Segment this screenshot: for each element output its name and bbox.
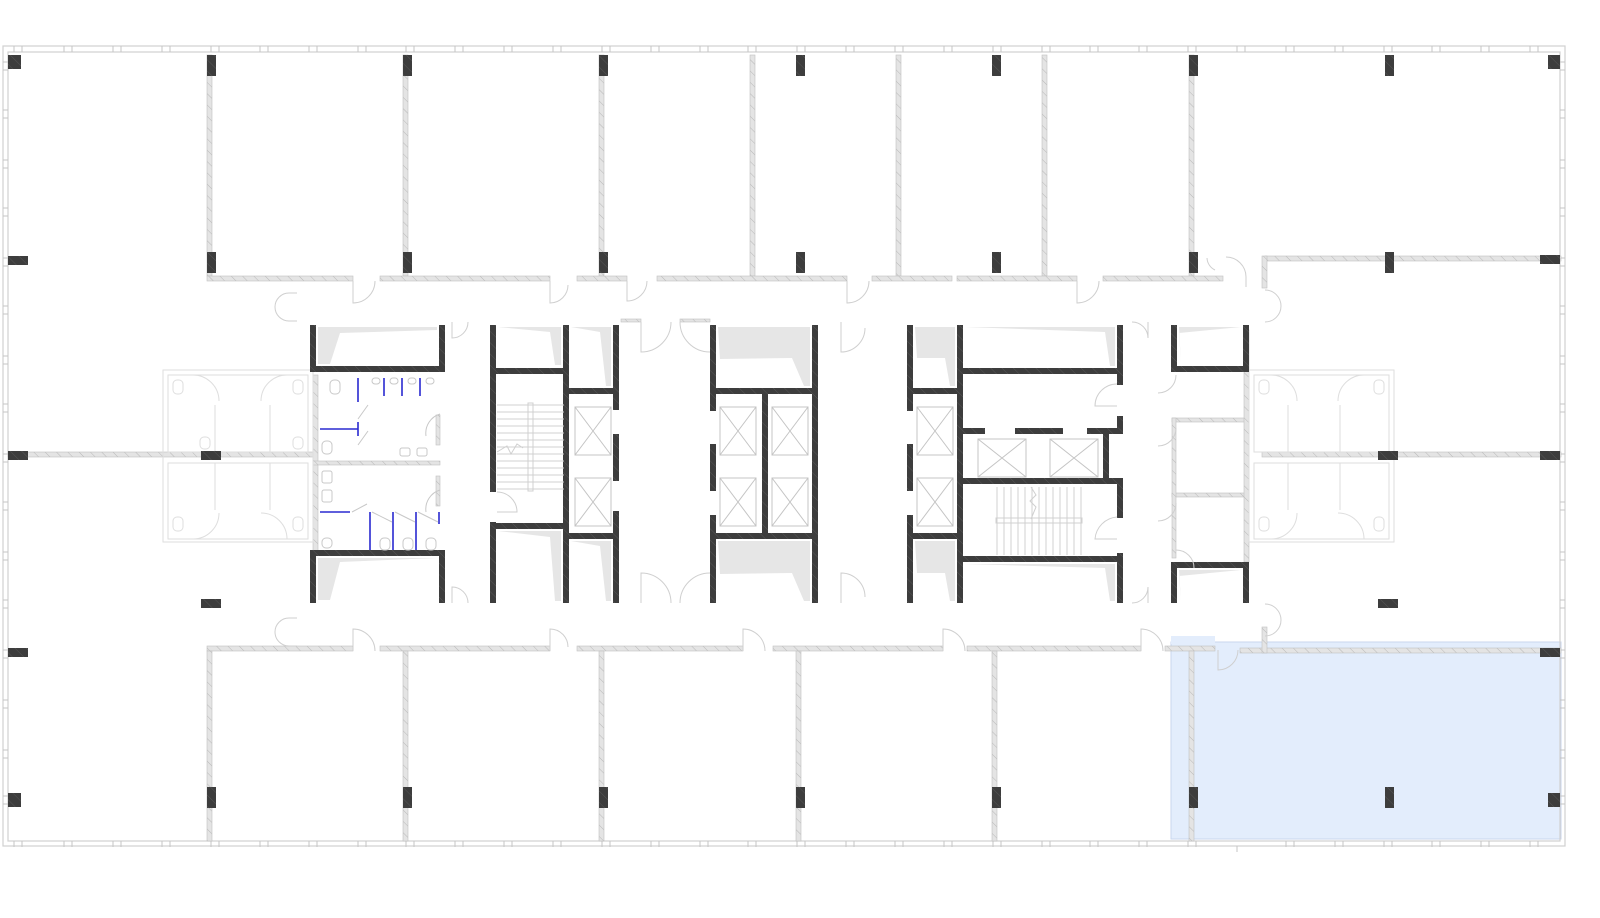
- elevator-icon: [771, 477, 809, 527]
- core-walls: [310, 325, 1249, 603]
- elevator-icon: [916, 477, 954, 527]
- shaft-voids: [318, 327, 1241, 601]
- office-partitions: [7, 54, 1562, 842]
- elevator-icon: [771, 406, 809, 456]
- restroom-fixtures: [321, 377, 441, 551]
- elevators: [574, 406, 1099, 527]
- window-mullions: [3, 46, 1565, 852]
- doors: [274, 256, 1282, 671]
- elevator-icon: [719, 406, 757, 456]
- ghost-washroom-west: [162, 369, 314, 543]
- elevator-icon: [1049, 438, 1099, 478]
- elevator-icon: [977, 438, 1027, 478]
- elevator-icon: [574, 406, 612, 456]
- structural-columns: [8, 55, 1560, 808]
- ghost-washroom-east: [1248, 369, 1395, 543]
- stair-east: [995, 486, 1083, 555]
- elevator-icon: [574, 477, 612, 527]
- stair-west: [496, 402, 564, 492]
- unit-south-east[interactable]: [1170, 636, 1562, 840]
- facade: [2, 45, 1566, 847]
- elevator-icon: [916, 406, 954, 456]
- elevator-icon: [719, 477, 757, 527]
- restroom-partitions: [320, 378, 440, 550]
